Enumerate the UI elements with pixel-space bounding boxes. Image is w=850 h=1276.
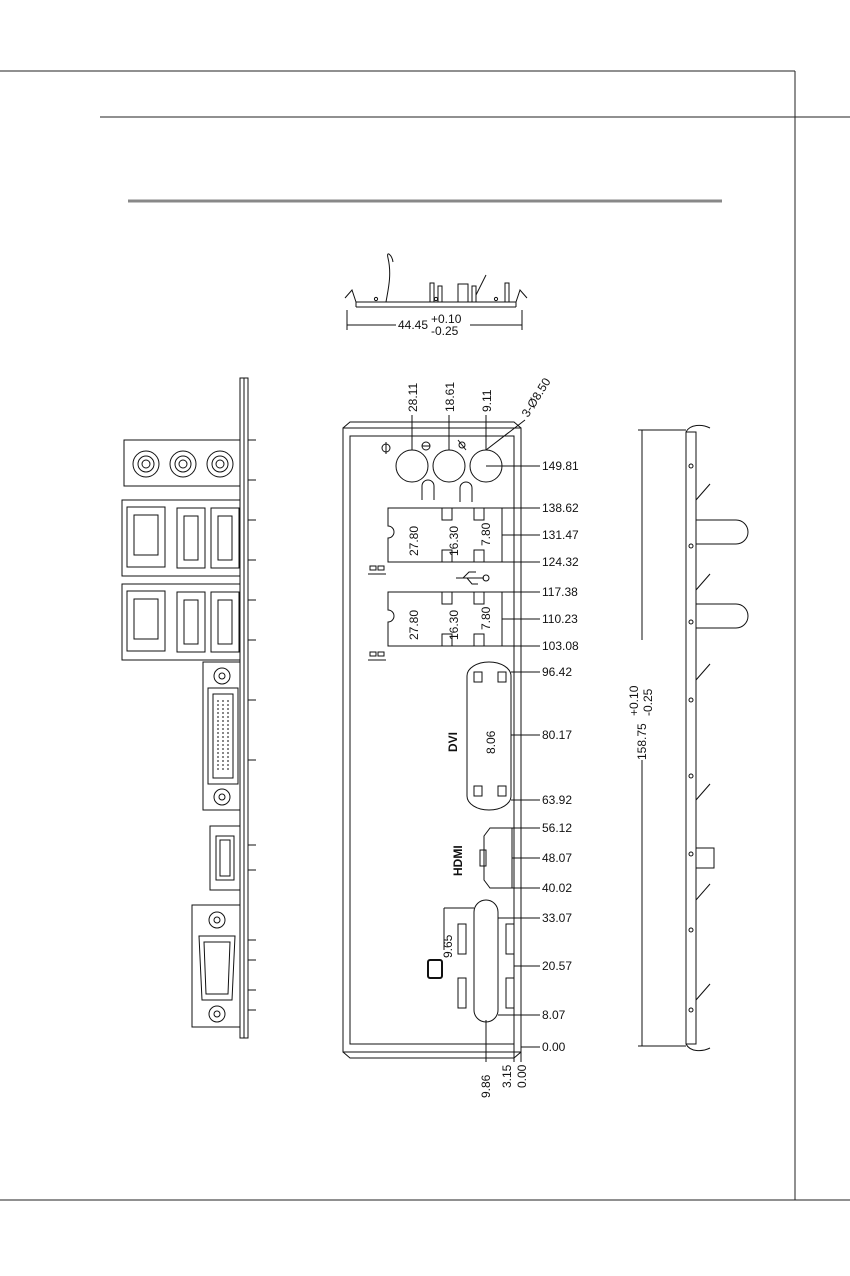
- connector-view: [122, 378, 256, 1038]
- dim-110-23: 110.23: [542, 612, 578, 626]
- hole-callout: 3-Ø8.50: [519, 375, 554, 419]
- lan-usb-block-lower: [122, 584, 240, 660]
- height-dim: 158.75: [635, 723, 649, 760]
- lan-icon: [368, 566, 386, 660]
- dim-0-00-bottom: 0.00: [515, 1064, 529, 1088]
- dim-40-02: 40.02: [542, 881, 572, 895]
- audio-jack-icon: [382, 440, 466, 454]
- dim-3-15: 3.15: [500, 1064, 514, 1088]
- label-dvi: DVI: [446, 732, 460, 752]
- height-tol-minus: -0.25: [641, 688, 655, 716]
- dim-lan-lower-16-30: 16.30: [447, 610, 461, 640]
- dim-103-08: 103.08: [542, 639, 579, 653]
- dim-18-61: 18.61: [443, 382, 457, 412]
- dim-lan-upper-27-80: 27.80: [407, 526, 421, 556]
- dim-dvi-8-06: 8.06: [484, 730, 498, 754]
- audio-jack-block: [124, 440, 240, 486]
- dim-80-17: 80.17: [542, 728, 572, 742]
- dim-lan-lower-27-80: 27.80: [407, 610, 421, 640]
- side-view: [638, 425, 748, 1050]
- dim-48-07: 48.07: [542, 851, 572, 865]
- width-tol-minus: -0.25: [431, 324, 459, 338]
- right-dims: [486, 466, 540, 1047]
- serial-port-icon: [428, 960, 442, 978]
- dim-serial-9-65: 9.65: [441, 934, 455, 958]
- dim-lan-upper-16-30: 16.30: [447, 526, 461, 556]
- dim-56-12: 56.12: [542, 821, 572, 835]
- dim-149-81: 149.81: [542, 459, 579, 473]
- right-dim-labels: 149.81 138.62 131.47 124.32 117.38 110.2…: [542, 459, 579, 1054]
- dim-96-42: 96.42: [542, 665, 572, 679]
- dim-33-07: 33.07: [542, 911, 572, 925]
- label-hdmi: HDMI: [451, 845, 465, 876]
- dim-lan-lower-7-80: 7.80: [479, 606, 493, 630]
- dim-9-11: 9.11: [480, 389, 494, 412]
- dim-9-86: 9.86: [479, 1074, 493, 1098]
- dim-0-00-right: 0.00: [542, 1040, 566, 1054]
- usb-icon: [456, 572, 489, 584]
- width-dim: 44.45: [398, 318, 428, 332]
- dim-117-38: 117.38: [542, 585, 578, 599]
- dim-8-07: 8.07: [542, 1008, 566, 1022]
- dim-63-92: 63.92: [542, 793, 572, 807]
- dim-124-32: 124.32: [542, 555, 579, 569]
- dim-28-11: 28.11: [406, 383, 420, 412]
- dim-138-62: 138.62: [542, 501, 579, 515]
- lan-usb-block-upper: [122, 500, 240, 576]
- dim-lan-upper-7-80: 7.80: [479, 522, 493, 546]
- dim-131-47: 131.47: [542, 528, 579, 542]
- dim-20-57: 20.57: [542, 959, 572, 973]
- height-tol-plus: +0.10: [627, 685, 641, 716]
